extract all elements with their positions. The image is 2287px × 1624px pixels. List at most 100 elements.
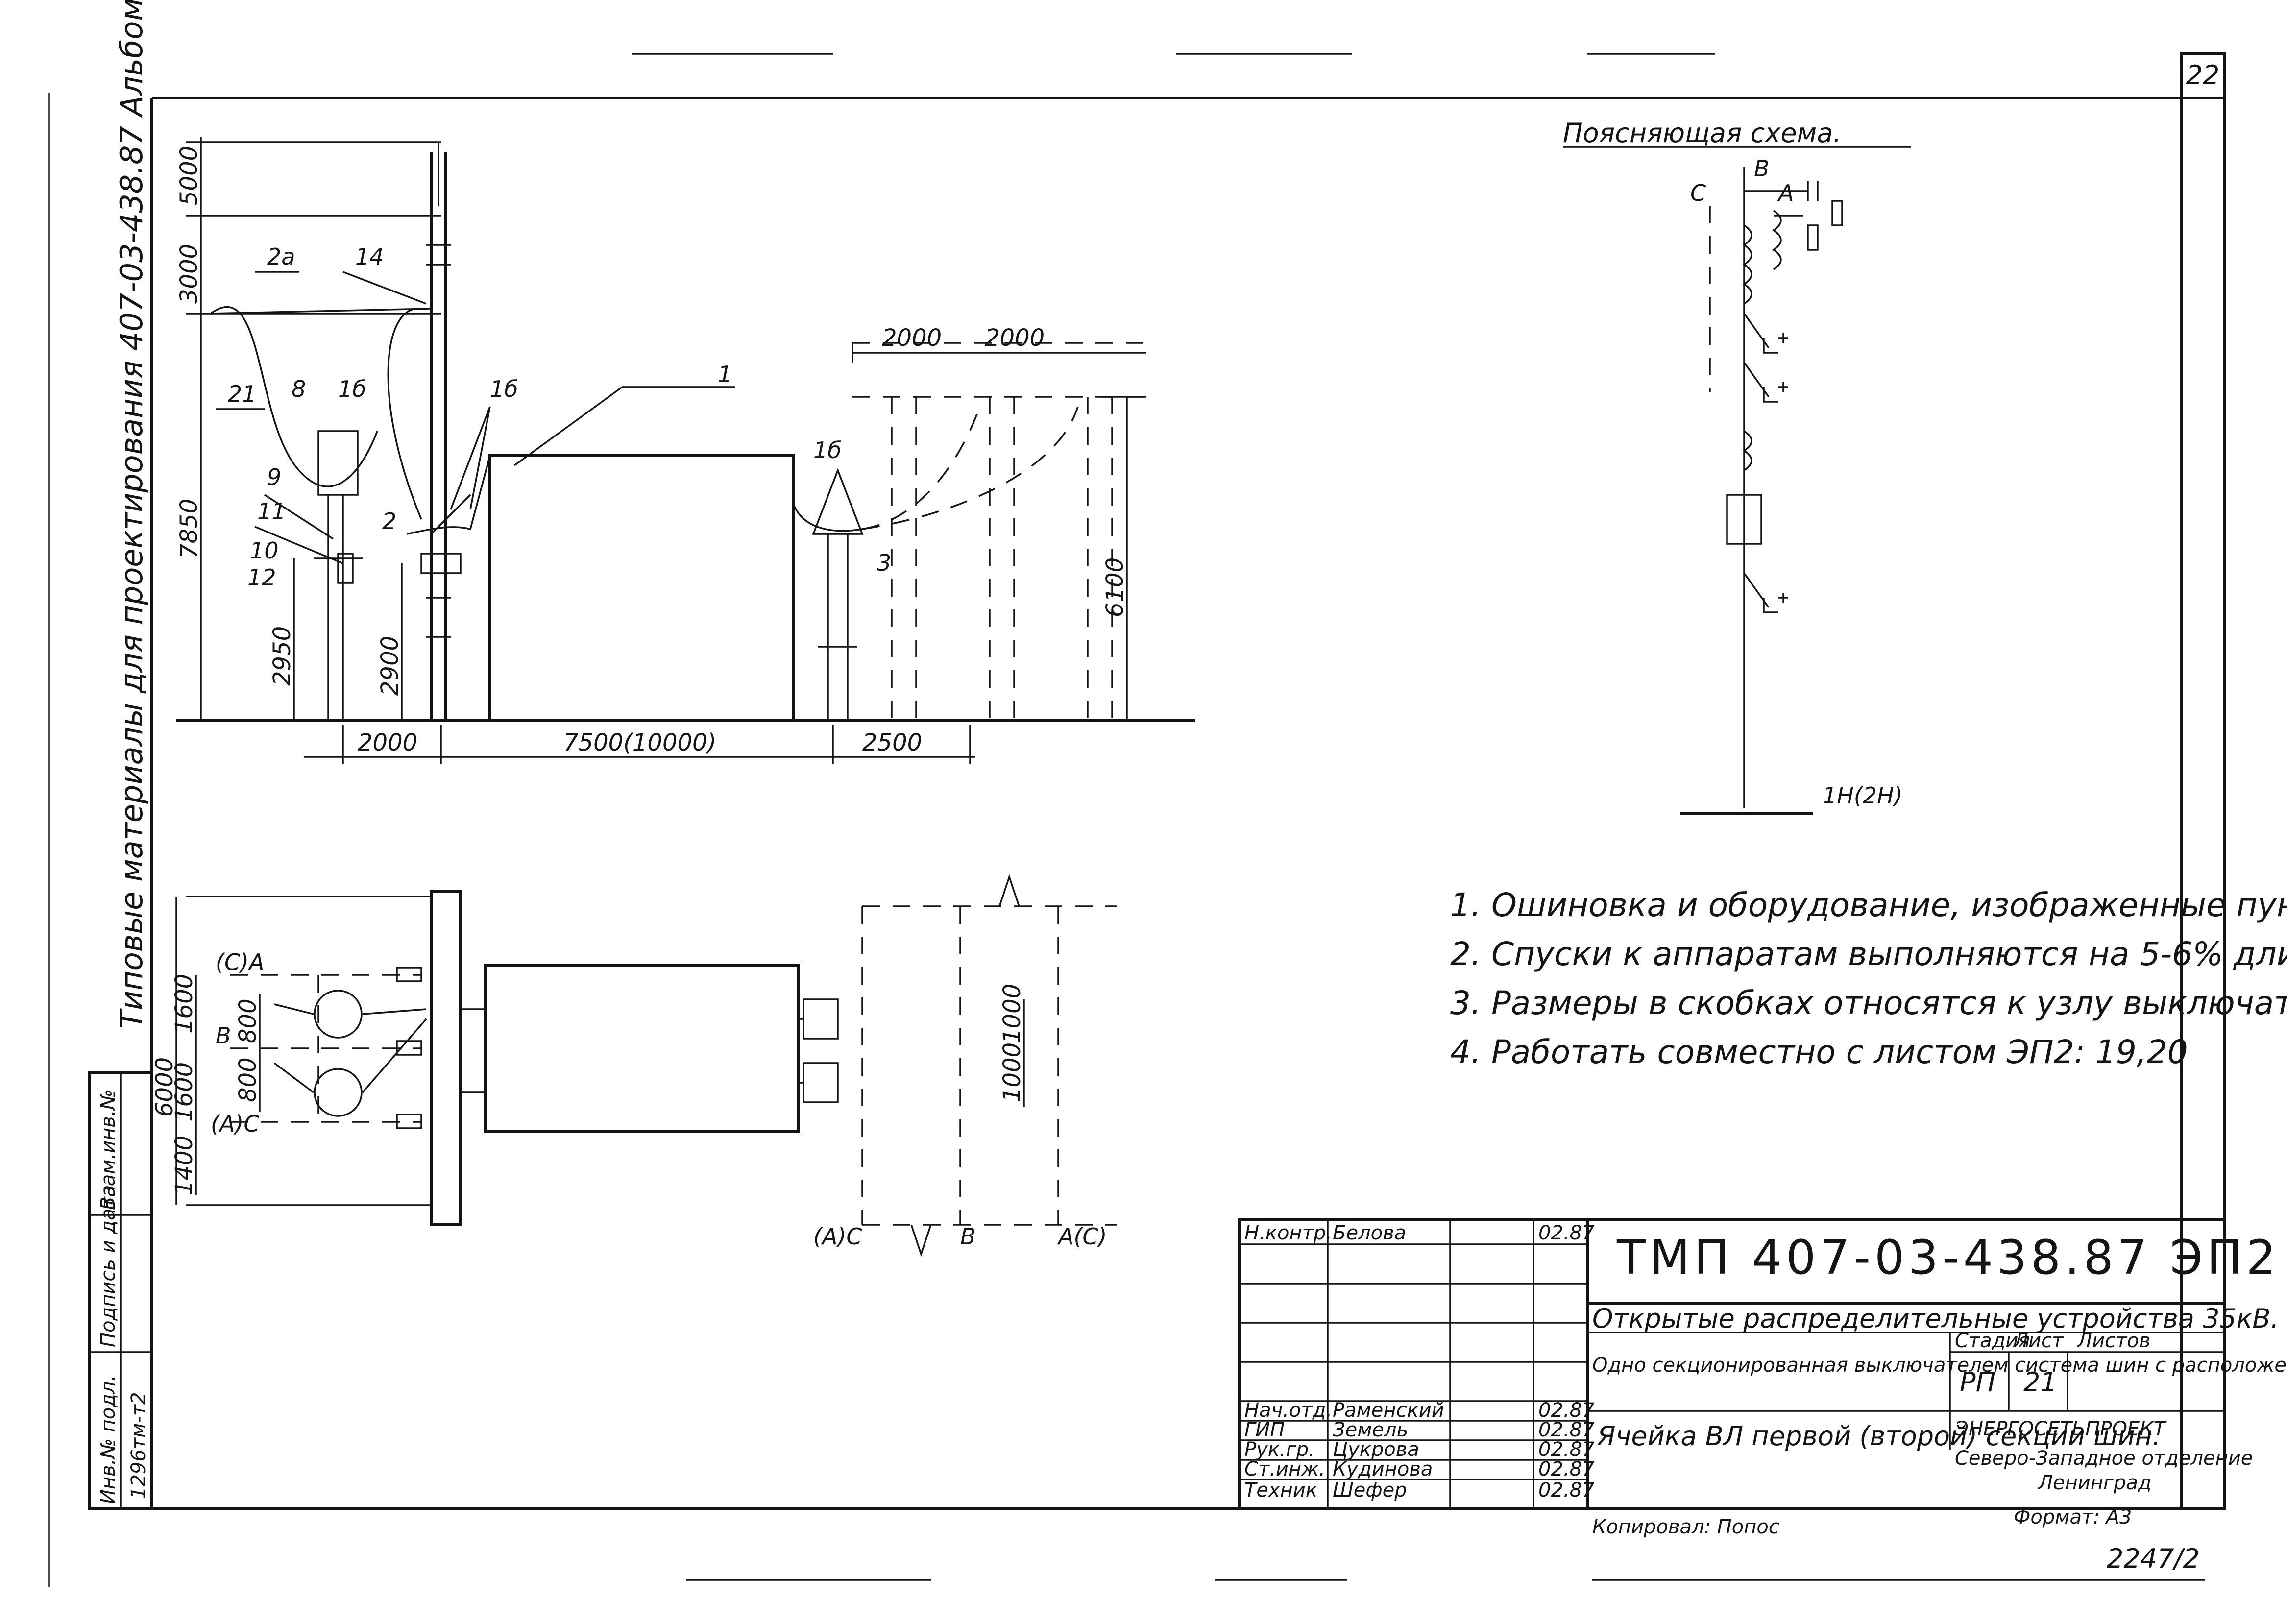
album-text: Типовые материалы для проектирования 407… — [114, 0, 149, 1029]
label-9: 9 — [267, 464, 281, 490]
side-cell-substitute: Взам.инв.№ — [97, 1090, 120, 1210]
sheet-frame — [48, 52, 2226, 1587]
label-10: 10 — [250, 537, 279, 564]
plan-bottom-b: В — [960, 1223, 976, 1250]
label-14: 14 — [355, 243, 384, 270]
label-1b-b: 1б — [490, 376, 518, 402]
inventory-number: 1296тм-т2 — [127, 1392, 150, 1499]
project-title: Открытые распределительные устройства 35… — [1592, 1303, 2279, 1334]
sig-date-5: 02.87 — [1538, 1479, 1595, 1502]
dim-5000: 5000 — [175, 146, 203, 206]
label-1b-c: 1б — [813, 437, 842, 463]
label-21: 21 — [228, 381, 257, 407]
plan-dim-6000: 6000 — [151, 1057, 178, 1117]
plan-view — [230, 874, 1117, 1257]
explanatory-scheme — [1680, 167, 1843, 815]
sig-role-4: Ст.инж. — [1244, 1458, 1325, 1480]
label-1b-a: 1б — [338, 376, 366, 402]
dim-bottom-7500: 7500(10000) — [563, 729, 716, 756]
plan-phase-ca: (С)А — [216, 949, 264, 975]
scheme-phase-c: С — [1690, 180, 1706, 206]
side-strip — [88, 1071, 153, 1510]
sig-role-0: Н.контр. — [1244, 1222, 1332, 1244]
label-2a: 2а — [267, 243, 295, 270]
dim-7850: 7850 — [175, 499, 203, 558]
sig-date-0: 02.87 — [1538, 1222, 1595, 1244]
scheme-phase-a: А — [1777, 180, 1794, 206]
sig-name-2: Земель — [1333, 1419, 1408, 1441]
sig-date-3: 02.87 — [1538, 1438, 1595, 1461]
sig-name-4: Кудинова — [1333, 1458, 1433, 1480]
dim-3000: 3000 — [175, 244, 203, 304]
drawing-code: ТМП 407-03-438.87 ЭП2 — [1616, 1230, 2280, 1285]
stage-header: Стадия — [1955, 1330, 2030, 1352]
note-3: 3. Размеры в скобках относятся к узлу вы… — [1450, 984, 2287, 1022]
sig-role-1: Нач.отд. — [1244, 1399, 1332, 1422]
page-number: 22 — [2186, 60, 2220, 91]
scheme-description: Одно секционированная выключателем систе… — [1592, 1354, 2287, 1377]
dim-bottom-2000: 2000 — [358, 729, 417, 756]
label-8: 8 — [292, 376, 306, 402]
section-leaders — [216, 271, 735, 564]
plan-dim-1600-b: 1600 — [170, 1062, 198, 1122]
city: Ленинград — [2037, 1472, 2152, 1494]
sig-date-4: 02.87 — [1538, 1458, 1595, 1480]
note-2: 2. Спуски к аппаратам выполняются на 5-6… — [1450, 935, 2287, 973]
plan-breaker-block — [484, 964, 800, 1133]
label-3: 3 — [877, 550, 891, 576]
dim-6100: 6100 — [1101, 557, 1129, 617]
sheet-value: 21 — [2023, 1367, 2057, 1398]
sig-name-1: Раменский — [1333, 1399, 1444, 1422]
branch: Северо-Западное отделение — [1955, 1447, 2253, 1470]
label-2: 2 — [382, 508, 396, 534]
note-4: 4. Работать совместно с листом ЭП2: 19,2… — [1450, 1033, 2188, 1071]
plan-dim-1000-b: 1000 — [998, 1042, 1026, 1102]
sig-role-3: Рук.гр. — [1244, 1438, 1315, 1461]
sig-name-3: Цукрова — [1333, 1438, 1419, 1461]
stage-value: РП — [1960, 1367, 1995, 1398]
plan-dim-800-a: 800 — [234, 998, 262, 1043]
plan-bottom-ac-2: А(С) — [1057, 1223, 1107, 1250]
scheme-breaker — [1726, 494, 1762, 545]
sig-date-2: 02.87 — [1538, 1419, 1595, 1441]
plan-dimensions — [175, 896, 1025, 1206]
sig-role-5: Техник — [1244, 1479, 1317, 1502]
dim-top-2000-a: 2000 — [882, 324, 942, 352]
sig-date-1: 02.87 — [1538, 1399, 1595, 1422]
sheets-header: Листов — [2076, 1330, 2150, 1352]
organization: ЭНЕРГОСЕТЬПРОЕКТ — [1954, 1418, 2167, 1440]
equipment-box-8 — [317, 430, 359, 496]
note-1: 1. Ошиновка и оборудование, изображенные… — [1450, 886, 2287, 924]
plan-portal-beam — [430, 890, 462, 1226]
plan-phase-b: В — [216, 1022, 231, 1049]
scheme-bus-label: 1Н(2Н) — [1823, 782, 1903, 809]
dim-top-2000-b: 2000 — [985, 324, 1045, 352]
dim-2950: 2950 — [268, 626, 296, 686]
label-1: 1 — [718, 361, 732, 388]
title-block — [1238, 1218, 2226, 1510]
plan-dim-1600-a: 1600 — [170, 974, 198, 1034]
copied-by: Копировал: Попос — [1592, 1516, 1779, 1538]
plan-bottom-ac: (А)С — [813, 1223, 862, 1250]
sig-name-0: Белова — [1333, 1222, 1406, 1244]
scheme-title: Поясняющая схема. — [1563, 118, 1842, 148]
plan-phase-ac: (А)С — [211, 1111, 259, 1137]
side-cell-inventory: Инв.№ подл. — [97, 1375, 120, 1504]
dim-2900: 2900 — [376, 636, 404, 696]
section-dimensions — [186, 137, 1146, 764]
side-cell-signature: Подпись и дата — [97, 1185, 120, 1347]
order-number: 2247/2 — [2107, 1543, 2200, 1574]
label-12: 12 — [247, 564, 276, 591]
sig-name-5: Шефер — [1333, 1479, 1407, 1502]
sheet-title: Ячейка ВЛ первой (второй) секции шин. — [1597, 1421, 2161, 1452]
dim-bottom-2500: 2500 — [862, 729, 922, 756]
plan-dim-1000-a: 1000 — [998, 984, 1026, 1043]
sheet-header: Лист — [2013, 1330, 2064, 1352]
section-view — [176, 142, 1195, 722]
scheme-phase-b: В — [1754, 155, 1770, 182]
plan-dim-800-b: 800 — [234, 1057, 262, 1102]
plan-dim-1400: 1400 — [170, 1136, 198, 1195]
label-11: 11 — [257, 498, 286, 525]
